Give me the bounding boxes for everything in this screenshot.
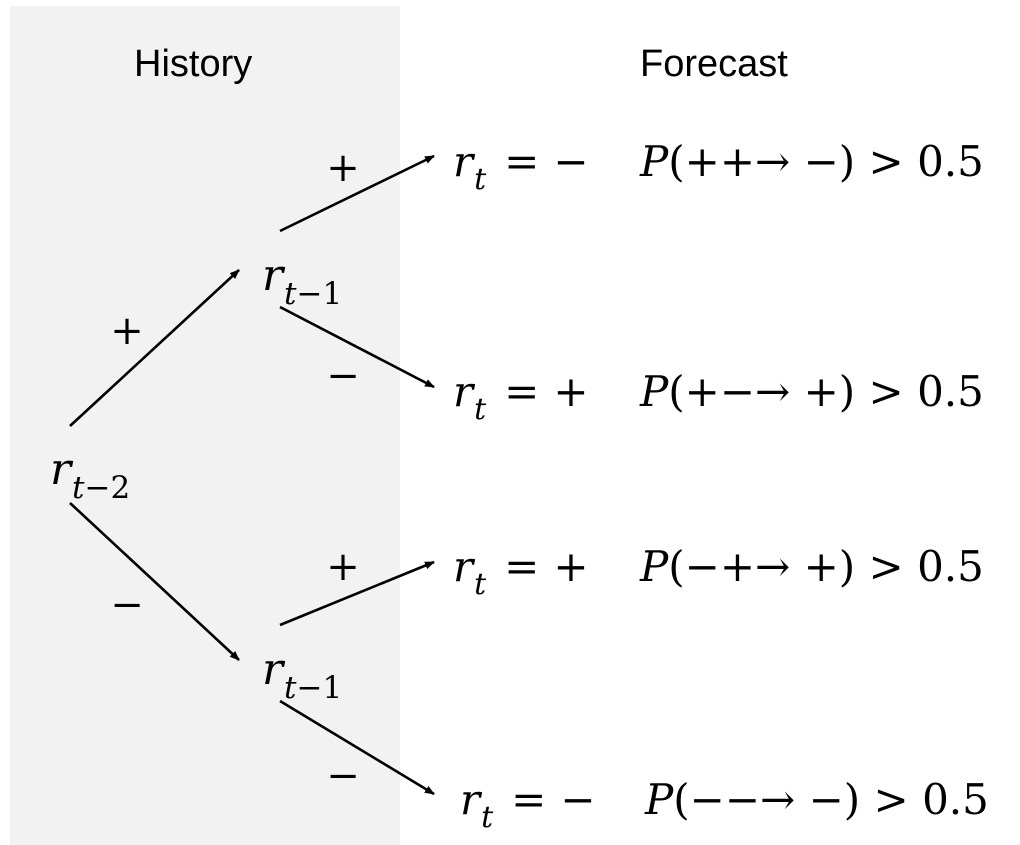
- outcome-3-equals: =: [504, 542, 540, 591]
- sign-lower-to-out3: +: [326, 544, 360, 590]
- sign-lower-to-out4: −: [326, 753, 360, 799]
- arrow-lower-to-out3: [279, 560, 435, 627]
- outcome-2-equals: =: [504, 367, 540, 416]
- probability-1: P(++→ −) > 0.5: [640, 141, 984, 183]
- outcome-1: rt=−: [453, 141, 589, 195]
- probability-2-comparison: >: [868, 367, 904, 416]
- probability-1-comparison: >: [868, 137, 904, 186]
- node-root-subscript-var: t: [72, 470, 85, 506]
- forecast-heading: Forecast: [640, 43, 788, 85]
- outcome-4-equals: =: [511, 775, 547, 824]
- probability-3-threshold: 0.5: [917, 542, 984, 591]
- outcome-4-value: −: [560, 775, 596, 824]
- outcome-3: rt=+: [453, 546, 589, 600]
- outcome-1-value: −: [553, 137, 589, 186]
- node-lower-subscript-var: t: [284, 670, 297, 706]
- outcome-4-variable: r: [460, 775, 481, 824]
- sign-upper-to-out1: +: [326, 145, 360, 191]
- node-root-variable: r: [50, 444, 72, 495]
- probability-1-pattern: (++→ −): [668, 137, 856, 186]
- outcome-2-value: +: [553, 367, 589, 416]
- probability-3: P(−+→ +) > 0.5: [640, 546, 984, 588]
- outcome-1-variable: r: [453, 137, 474, 186]
- probability-3-comparison: >: [868, 542, 904, 591]
- outcome-4-subscript: t: [481, 800, 494, 835]
- history-heading: History: [134, 43, 253, 85]
- outcome-3-variable: r: [453, 542, 474, 591]
- probability-2-variable: P: [640, 367, 669, 416]
- history-panel: [10, 6, 400, 845]
- probability-3-variable: P: [640, 542, 669, 591]
- arrow-upper-to-out2: [279, 305, 435, 389]
- node-upper-variable: r: [262, 250, 284, 301]
- arrow-upper-to-out1: [279, 154, 435, 233]
- probability-4-threshold: 0.5: [922, 775, 989, 824]
- node-lower-subscript-rest: −1: [296, 670, 343, 706]
- probability-2: P(+−→ +) > 0.5: [640, 371, 984, 413]
- outcome-3-value: +: [553, 542, 589, 591]
- arrow-root-to-lower: [69, 502, 240, 661]
- sign-root-to-upper: +: [110, 308, 144, 354]
- node-root-subscript-rest: −2: [84, 470, 131, 506]
- probability-1-variable: P: [640, 137, 669, 186]
- node-root: rt−2: [50, 448, 130, 504]
- outcome-2-variable: r: [453, 367, 474, 416]
- node-lower-variable: r: [262, 644, 284, 695]
- probability-4-comparison: >: [873, 775, 909, 824]
- probability-1-threshold: 0.5: [917, 137, 984, 186]
- node-upper-subscript-var: t: [284, 276, 297, 312]
- node-upper-subscript-rest: −1: [296, 276, 343, 312]
- outcome-1-subscript: t: [474, 162, 487, 197]
- sign-root-to-lower: −: [110, 582, 144, 628]
- probability-2-pattern: (+−→ +): [668, 367, 856, 416]
- outcome-3-subscript: t: [474, 567, 487, 602]
- outcome-2: rt=+: [453, 371, 589, 425]
- arrow-root-to-upper: [69, 269, 240, 427]
- probability-4-variable: P: [645, 775, 674, 824]
- sign-upper-to-out2: −: [326, 353, 360, 399]
- node-lower: rt−1: [262, 648, 342, 704]
- outcome-2-subscript: t: [474, 392, 487, 427]
- probability-2-threshold: 0.5: [917, 367, 984, 416]
- outcome-4: rt=−: [460, 779, 596, 833]
- arrow-lower-to-out4: [279, 699, 435, 796]
- outcome-1-equals: =: [504, 137, 540, 186]
- probability-3-pattern: (−+→ +): [668, 542, 856, 591]
- probability-4: P(−−→ −) > 0.5: [645, 779, 989, 821]
- node-upper: rt−1: [262, 254, 342, 310]
- probability-4-pattern: (−−→ −): [673, 775, 861, 824]
